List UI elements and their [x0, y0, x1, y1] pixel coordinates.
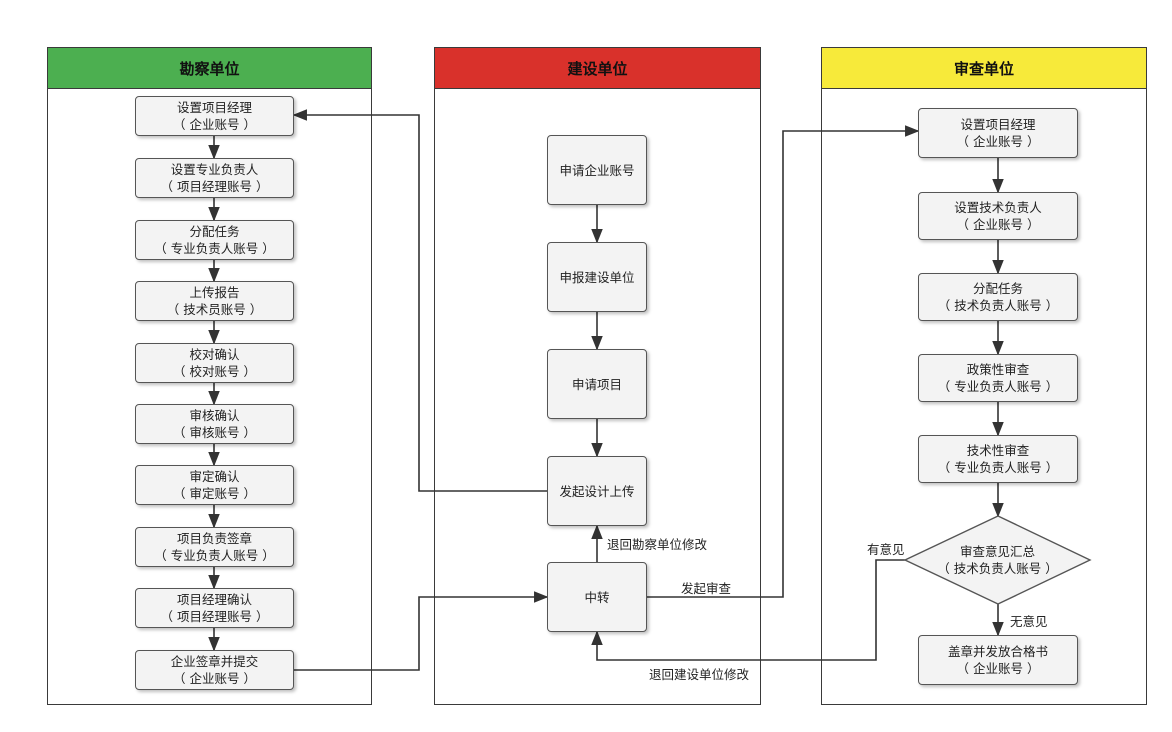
survey-node-manager-confirm[interactable]: 项目经理确认 （ 项目经理账号 ）: [135, 588, 294, 628]
node-title: 申报建设单位: [559, 269, 635, 285]
construction-node-apply-project[interactable]: 申请项目: [547, 349, 647, 419]
node-title: 中转: [584, 589, 610, 605]
lane-header-review: 审查单位: [822, 48, 1146, 89]
review-node-set-project-manager[interactable]: 设置项目经理 （ 企业账号 ）: [918, 108, 1078, 158]
node-account: （ 专业负责人账号 ）: [154, 241, 275, 256]
connector-submit-to-transfer: [294, 591, 549, 671]
review-node-seal-issue-certificate[interactable]: 盖章并发放合格书 （ 企业账号 ）: [918, 635, 1078, 685]
construction-node-transfer[interactable]: 中转: [547, 562, 647, 632]
survey-node-assign-task[interactable]: 分配任务 （ 专业负责人账号 ）: [135, 220, 294, 260]
survey-node-approve-confirm[interactable]: 审定确认 （ 审定账号 ）: [135, 465, 294, 505]
node-title: 分配任务: [972, 281, 1023, 296]
node-account: （ 企业账号 ）: [956, 134, 1040, 149]
node-account: （ 项目经理账号 ）: [160, 609, 269, 624]
construction-node-start-design-upload[interactable]: 发起设计上传: [547, 456, 647, 526]
node-title: 发起设计上传: [559, 483, 635, 499]
construction-node-register-unit[interactable]: 申报建设单位: [547, 242, 647, 312]
edge-label-has-opinion: 有意见: [867, 542, 905, 557]
lane-title-construction: 建设单位: [567, 59, 628, 78]
survey-node-upload-report[interactable]: 上传报告 （ 技术员账号 ）: [135, 281, 294, 321]
node-title: 设置技术负责人: [954, 200, 1042, 215]
node-title: 项目负责签章: [176, 531, 252, 546]
node-title: 校对确认: [189, 347, 240, 362]
lane-header-construction: 建设单位: [435, 48, 760, 89]
node-account: （ 校对账号 ）: [173, 364, 256, 379]
node-title: 项目经理确认: [176, 592, 252, 607]
edge-label-no-opinion: 无意见: [1010, 614, 1048, 629]
node-account: （ 企业账号 ）: [956, 217, 1040, 232]
node-account: （ 审定账号 ）: [173, 486, 256, 501]
node-account: （ 企业账号 ）: [173, 671, 256, 686]
node-title: 上传报告: [189, 285, 240, 300]
survey-node-set-discipline-lead[interactable]: 设置专业负责人 （ 项目经理账号 ）: [135, 158, 294, 198]
node-title: 设置项目经理: [176, 100, 252, 115]
node-title: 技术性审查: [966, 443, 1030, 458]
node-account: （ 技术员账号 ）: [166, 302, 263, 317]
node-account: （ 专业负责人账号 ）: [937, 460, 1059, 475]
node-account: （ 技术负责人账号 ）: [937, 298, 1059, 313]
node-title: 申请项目: [571, 376, 622, 392]
lane-header-survey: 勘察单位: [48, 48, 371, 89]
node-account: （ 企业账号 ）: [173, 117, 256, 132]
node-title: 分配任务: [189, 224, 240, 239]
connector-upload-to-survey: [292, 109, 547, 492]
node-title: 审查意见汇总: [959, 544, 1035, 559]
survey-node-proofread-confirm[interactable]: 校对确认 （ 校对账号 ）: [135, 343, 294, 383]
survey-node-company-sign-submit[interactable]: 企业签章并提交 （ 企业账号 ）: [135, 650, 294, 690]
node-title: 企业签章并提交: [170, 654, 259, 669]
construction-node-apply-account[interactable]: 申请企业账号: [547, 135, 647, 205]
survey-node-set-project-manager[interactable]: 设置项目经理 （ 企业账号 ）: [135, 96, 294, 136]
decision-diamond-shape: [903, 515, 1092, 605]
review-decision-opinion-summary[interactable]: 审查意见汇总 （ 技术负责人账号 ）: [905, 516, 1090, 604]
review-node-technical-review[interactable]: 技术性审查 （ 专业负责人账号 ）: [918, 435, 1078, 483]
lane-title-review: 审查单位: [953, 59, 1014, 78]
survey-node-audit-confirm[interactable]: 审核确认 （ 审核账号 ）: [135, 404, 294, 444]
node-title: 政策性审查: [966, 362, 1030, 377]
node-title: 盖章并发放合格书: [947, 644, 1048, 659]
node-account: （ 审核账号 ）: [173, 425, 256, 440]
review-node-set-tech-lead[interactable]: 设置技术负责人 （ 企业账号 ）: [918, 192, 1078, 240]
node-account: （ 项目经理账号 ）: [160, 179, 269, 194]
survey-node-lead-signature[interactable]: 项目负责签章 （ 专业负责人账号 ）: [135, 527, 294, 567]
edge-label-return-survey: 退回勘察单位修改: [607, 537, 708, 552]
connector-opinion-to-transfer: [591, 559, 905, 661]
node-title: 申请企业账号: [559, 162, 635, 178]
lane-title-survey: 勘察单位: [179, 59, 240, 78]
node-account: （ 企业账号 ）: [956, 661, 1040, 676]
edge-label-return-construction: 退回建设单位修改: [649, 667, 750, 682]
connector-transfer-to-review: [647, 125, 920, 598]
node-account: （ 专业负责人账号 ）: [154, 548, 275, 563]
edge-label-start-review: 发起审查: [681, 581, 732, 596]
node-title: 设置项目经理: [960, 117, 1036, 132]
node-title: 审定确认: [189, 469, 240, 484]
review-node-policy-review[interactable]: 政策性审查 （ 专业负责人账号 ）: [918, 354, 1078, 402]
review-node-assign-task[interactable]: 分配任务 （ 技术负责人账号 ）: [918, 273, 1078, 321]
node-account: （ 技术负责人账号 ）: [937, 561, 1058, 576]
node-title: 审核确认: [189, 408, 240, 423]
node-account: （ 专业负责人账号 ）: [937, 379, 1059, 394]
node-title: 设置专业负责人: [170, 162, 259, 177]
